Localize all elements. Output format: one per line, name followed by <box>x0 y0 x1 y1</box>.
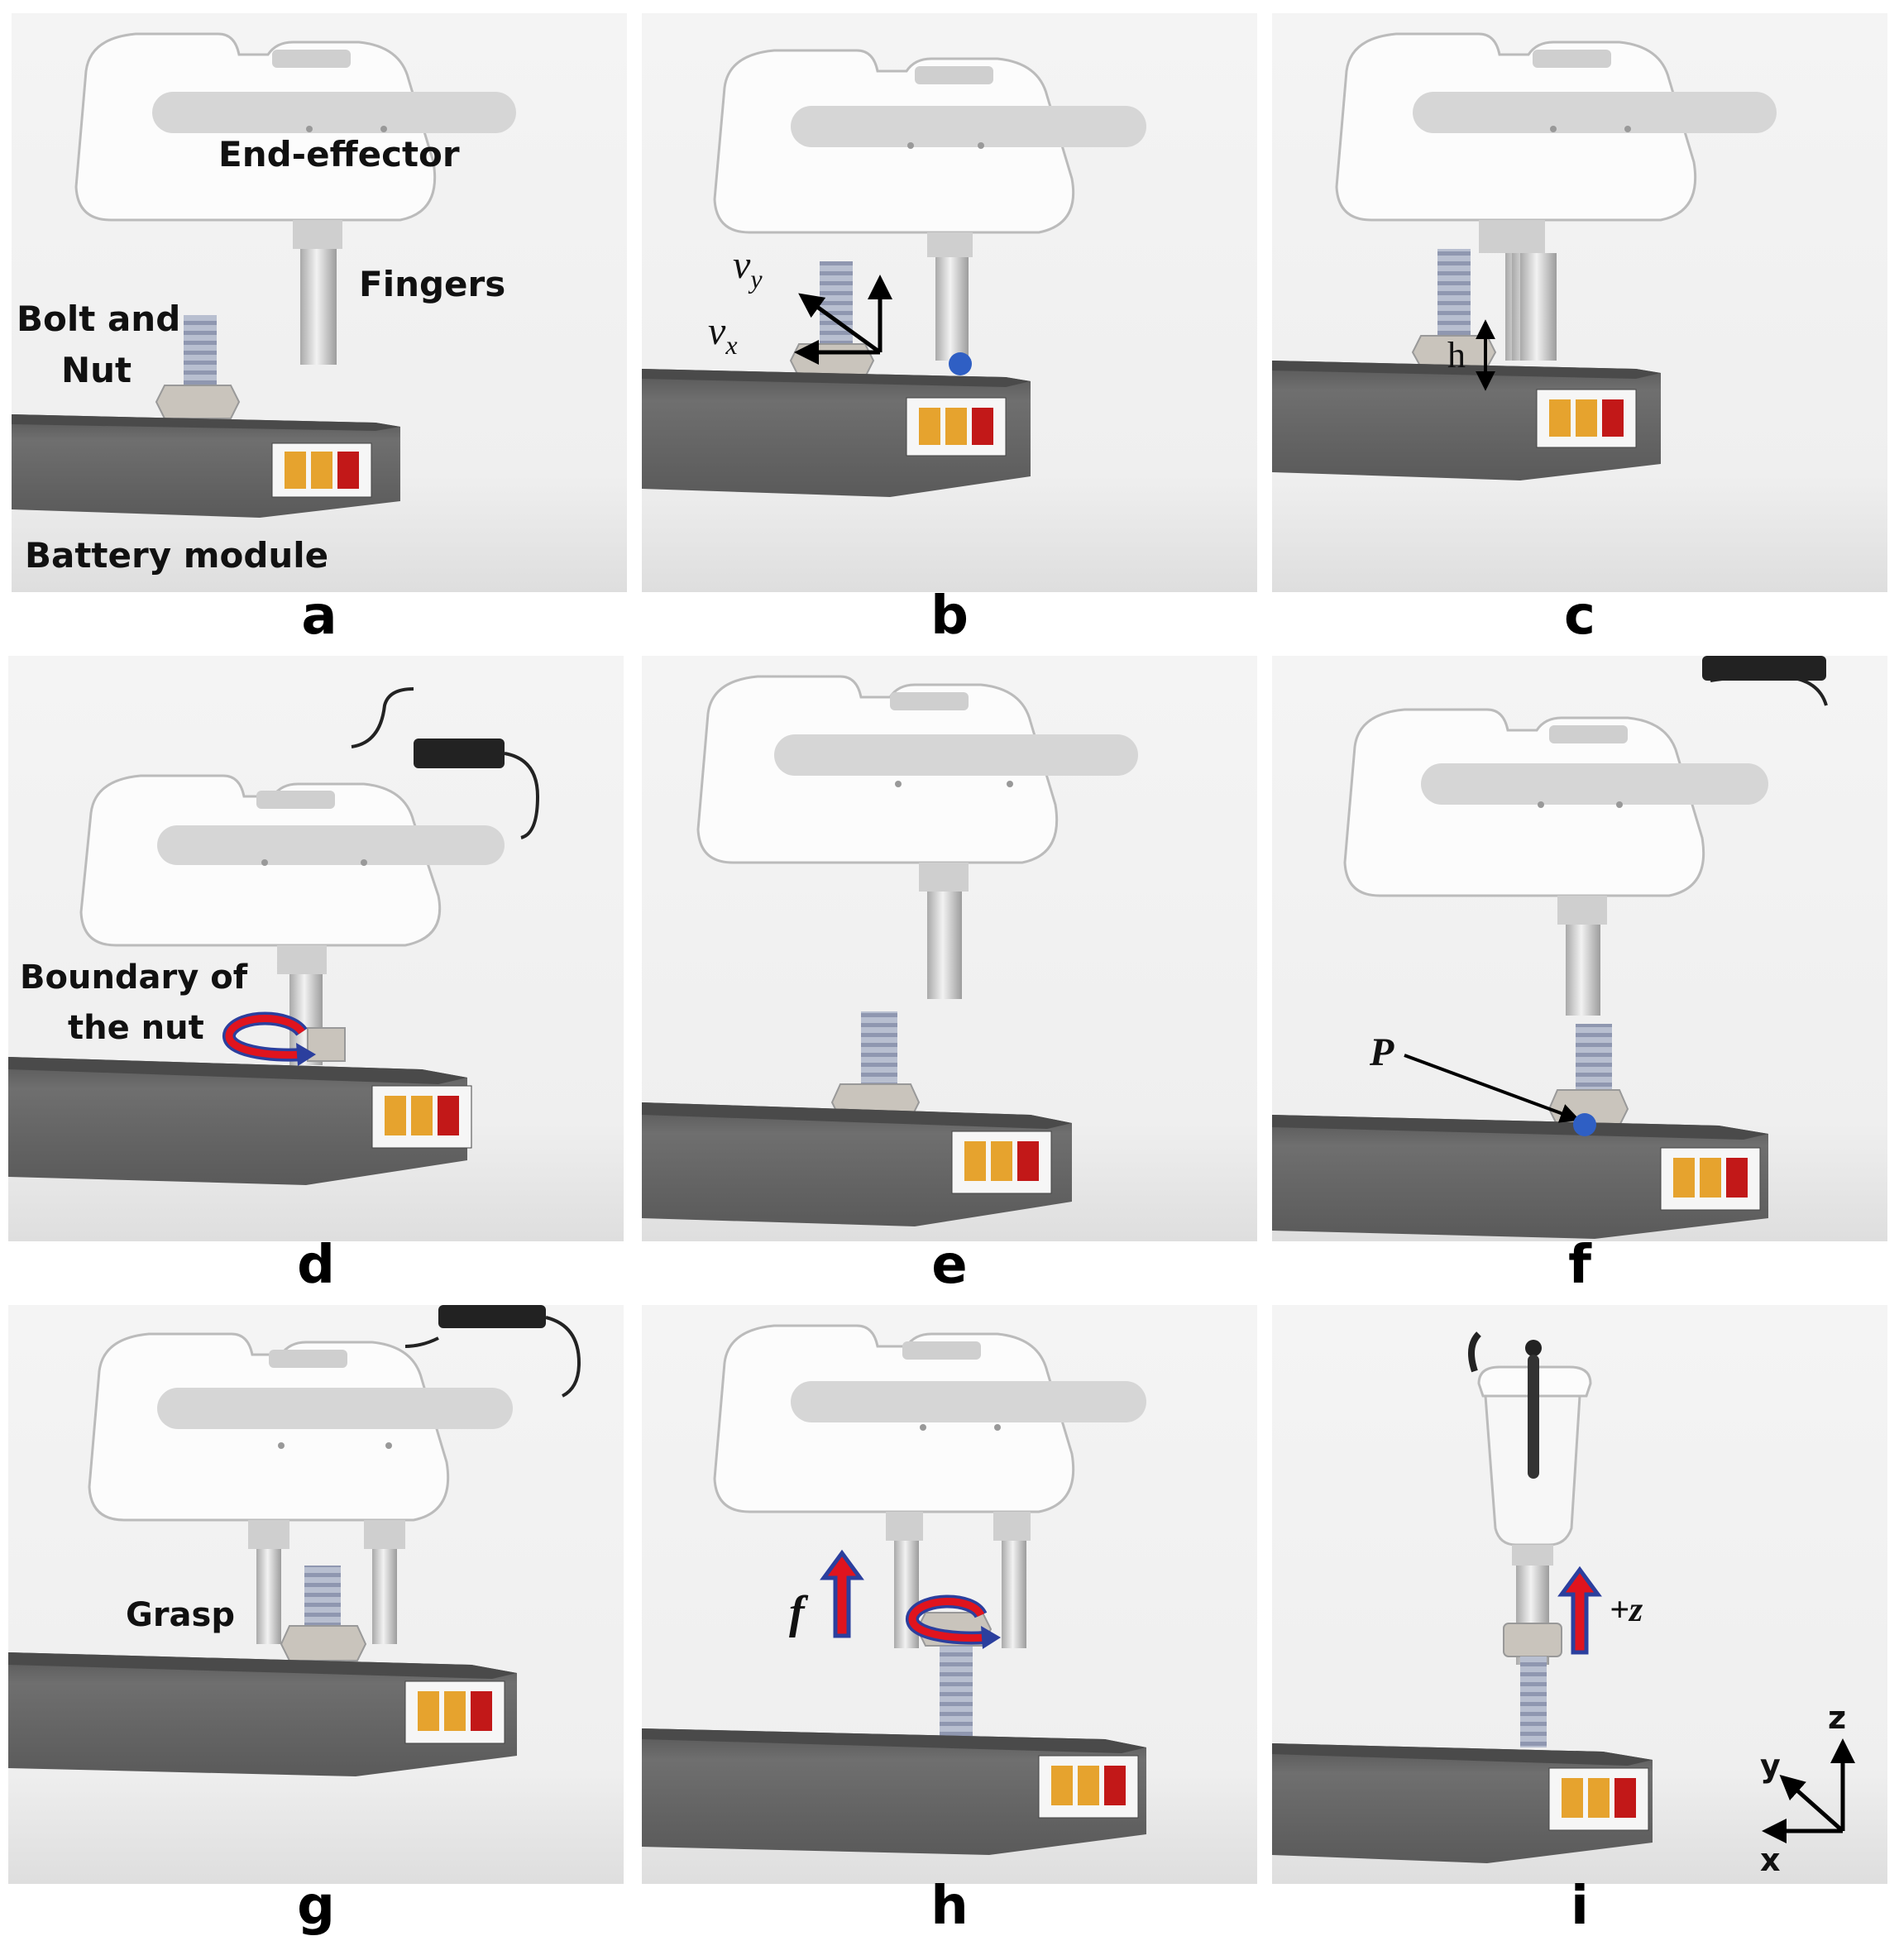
label-boundary-line1: Boundary of <box>20 958 248 997</box>
label-bolt-line2: Nut <box>61 350 132 390</box>
caption-g: g <box>297 1876 335 1937</box>
label-boundary-line2: the nut <box>68 1009 204 1047</box>
point-p-marker <box>1573 1113 1596 1136</box>
label-battery: Battery module <box>25 535 328 576</box>
caption-f: f <box>1568 1235 1591 1296</box>
caption-i: i <box>1571 1876 1589 1937</box>
panel-e <box>642 656 1257 1241</box>
panel-c: h <box>1272 13 1887 592</box>
label-vx: v <box>708 309 726 353</box>
caption-c: c <box>1564 586 1595 647</box>
label-p: P <box>1369 1030 1394 1074</box>
axis-x-label: x <box>1760 1842 1781 1878</box>
label-vy: v <box>733 243 751 287</box>
svg-text:vy: vy <box>733 243 763 294</box>
label-bolt-line1: Bolt and <box>17 299 180 339</box>
contact-marker <box>949 352 972 375</box>
caption-b: b <box>930 586 969 647</box>
label-plus-z: +z <box>1610 1591 1643 1629</box>
caption-d: d <box>297 1235 335 1296</box>
axis-y-label: y <box>1760 1747 1781 1784</box>
label-vx-sub: x <box>725 330 737 360</box>
label-grasp: Grasp <box>126 1596 235 1634</box>
panel-a: End-effector Fingers Bolt and Nut Batter… <box>12 13 627 592</box>
panel-f: P <box>1272 656 1887 1241</box>
label-fingers: Fingers <box>359 264 505 304</box>
caption-h: h <box>930 1876 969 1937</box>
label-h: h <box>1447 335 1466 375</box>
axis-z-label: z <box>1828 1699 1846 1736</box>
panel-h: f <box>642 1305 1257 1884</box>
panel-d: Boundary of the nut <box>8 656 624 1241</box>
label-end-effector: End-effector <box>218 134 460 174</box>
panel-b: vy vx <box>642 13 1257 592</box>
caption-e: e <box>931 1235 968 1296</box>
label-vy-sub: y <box>748 264 763 294</box>
panel-g: Grasp <box>8 1305 624 1884</box>
svg-text:vx: vx <box>708 309 738 360</box>
panel-i: +z z y x <box>1272 1305 1887 1884</box>
caption-a: a <box>301 586 337 647</box>
